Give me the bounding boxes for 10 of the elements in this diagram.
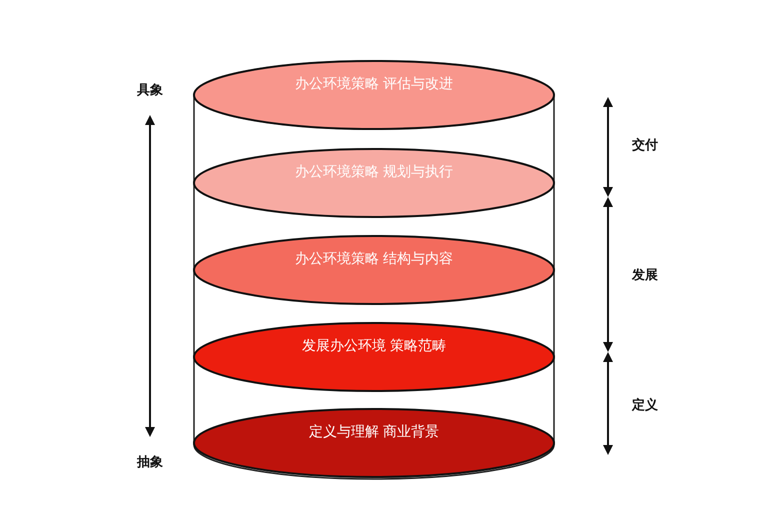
layer-label: 办公环境策略 规划与执行	[294, 163, 454, 182]
axis-label: 具象	[137, 82, 163, 99]
axis-label: 定义	[632, 396, 658, 414]
axis-label: 交付	[632, 136, 658, 154]
axis-label: 发展	[632, 267, 658, 284]
layer-label: 办公环境策略 评估与改进	[294, 75, 454, 94]
axis-label: 抽象	[137, 454, 163, 471]
layer-label: 办公环境策略 结构与内容	[294, 250, 454, 269]
layer-label: 定义与理解 商业背景	[308, 423, 440, 442]
layer-label: 发展办公环境 策略范畴	[300, 337, 448, 356]
